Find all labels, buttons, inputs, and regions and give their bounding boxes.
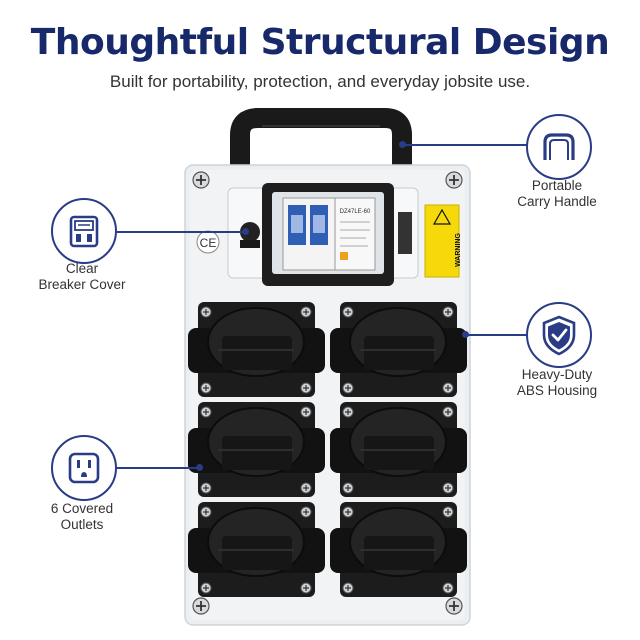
feature-handle-circle: [526, 114, 592, 180]
covered-outlet: [330, 402, 467, 497]
breaker-connector: [115, 231, 245, 233]
feature-breaker-label: Clear Breaker Cover: [17, 261, 147, 293]
feature-handle-line1: Portable: [531, 178, 583, 193]
covered-outlet: [330, 502, 467, 597]
handle-connector-dot: [399, 141, 406, 148]
housing-connector: [466, 334, 526, 336]
shield-check-icon: [542, 315, 576, 356]
handle-connector: [402, 144, 527, 146]
warning-label: WARNING: [455, 233, 462, 267]
page-title: Thoughtful Structural Design: [30, 22, 610, 63]
outlet-icon: [68, 452, 100, 484]
feature-outlets-line1: 6 Covered: [50, 501, 114, 516]
feature-housing-circle: [526, 302, 592, 368]
page-subtitle: Built for portability, protection, and e…: [109, 72, 531, 91]
covered-outlet: [188, 402, 325, 497]
carry-handle: [230, 108, 412, 172]
feature-outlets-label: 6 Covered Outlets: [17, 501, 147, 533]
feature-housing-line1: Heavy-Duty: [521, 367, 593, 382]
housing-connector-dot: [462, 331, 469, 338]
outlets-connector-dot: [196, 464, 203, 471]
covered-outlet: [330, 302, 467, 397]
feature-breaker-line2: Breaker Cover: [38, 277, 126, 292]
carry-handle-icon: [543, 133, 575, 160]
outlet-grid: [188, 302, 467, 597]
feature-outlets-circle: [51, 435, 117, 501]
ce-mark: CE: [200, 236, 217, 250]
covered-outlet: [188, 302, 325, 397]
feature-breaker-circle: [51, 198, 117, 264]
breaker-model: DZ47LE-60: [340, 209, 371, 215]
outlets-connector: [114, 467, 200, 469]
feature-breaker-line1: Clear: [65, 261, 99, 276]
feature-housing-label: Heavy-Duty ABS Housing: [492, 367, 622, 399]
covered-outlet: [188, 502, 325, 597]
breaker-icon: [69, 215, 99, 248]
feature-handle-label: Portable Carry Handle: [492, 178, 622, 210]
feature-handle-line2: Carry Handle: [517, 194, 597, 209]
feature-housing-line2: ABS Housing: [516, 383, 598, 398]
breaker-connector-dot: [242, 228, 249, 235]
feature-outlets-line2: Outlets: [60, 517, 104, 532]
